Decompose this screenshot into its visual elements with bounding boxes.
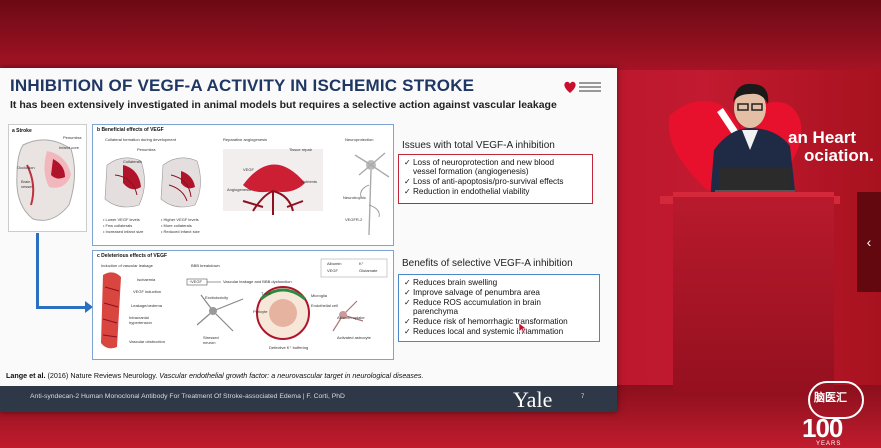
figure-c-text-12: Microglia — [311, 293, 328, 298]
figure-c-deleterious-effects: c Deleterious effects of VEGF Induction … — [92, 250, 394, 360]
presentation-slide: INHIBITION OF VEGF-A ACTIVITY IN ISCHEMI… — [0, 68, 617, 412]
issues-item-1: ✓Loss of neuroprotection and new blood — [404, 158, 555, 167]
flow-arrow-vertical — [36, 233, 39, 308]
figure-a-text-3: Occlusion — [17, 165, 35, 170]
benefits-title: Benefits of selective VEGF-A inhibition — [402, 258, 573, 269]
aha-logo — [563, 78, 603, 100]
issues-item-2: ✓Loss of anti-apoptosis/pro-survival eff… — [404, 177, 564, 186]
check-icon: ✓ — [404, 177, 411, 186]
check-icon: ✓ — [404, 187, 411, 196]
figure-b-text-11: VEGFR-2 — [345, 217, 363, 222]
figure-c-text-6: Intracranial hypertension — [129, 315, 152, 325]
banner-text-line2: ociation. — [804, 146, 874, 165]
figure-b-text-8: Tissue repair — [289, 147, 312, 152]
figure-b-heading: b Beneficial effects of VEGF — [97, 127, 164, 133]
figure-c-text-11: Pericyte — [253, 309, 268, 314]
figure-c-text-2: BBB breakdown — [191, 263, 220, 268]
figure-b-text-3: Neuroprotection — [345, 137, 374, 142]
benefits-item-1: ✓Reduces brain swelling — [404, 278, 498, 287]
figure-b-text-2: Reparative angiogenesis — [223, 137, 268, 142]
figure-b-illustration — [104, 149, 390, 236]
issues-title: Issues with total VEGF-A inhibition — [402, 140, 555, 151]
slide-subtitle: It has been extensively investigated in … — [10, 99, 557, 111]
check-icon: ✓ — [404, 298, 411, 307]
figure-c-text-14: Albumin uptake — [337, 315, 365, 320]
heart-torch-icon — [564, 81, 576, 93]
figure-c-text-15: Excitotoxicity — [205, 295, 229, 300]
figure-a-text-1: Penumbra — [63, 135, 82, 140]
figure-c-text-18: Activated astrocyte — [337, 335, 371, 340]
footer-text: Anti-syndecan-2 Human Monoclonal Antibod… — [30, 393, 345, 400]
issues-box: ✓Loss of neuroprotection and new blood v… — [398, 154, 593, 204]
benefits-item-4: ✓Reduce risk of hemorrhagic transformati… — [404, 317, 568, 326]
watermark-badge — [808, 381, 864, 419]
figure-c-legend-2: K⁺ — [359, 261, 364, 266]
figure-b-text-13: • Few collaterals — [103, 223, 133, 228]
figure-c-text-10: T cell — [261, 291, 271, 296]
watermark: 脑医汇 100 YEARS — [796, 375, 881, 448]
figure-c-legend-1: Albumin — [327, 261, 342, 266]
figure-c-text-16: Stressed neuron — [203, 335, 219, 345]
check-icon: ✓ — [404, 278, 411, 287]
figure-c-legend-4: Glutamate — [359, 268, 378, 273]
mouse-cursor-icon — [518, 322, 528, 334]
figure-b-text-12: • Lower VEGF levels — [103, 217, 140, 222]
watermark-brand: 脑医汇 — [814, 392, 847, 404]
figure-b-text-9: Nutrients — [301, 179, 318, 184]
figure-c-legend-3: VEGF — [327, 268, 338, 273]
figure-c-text-3: Ischaemia — [137, 277, 156, 282]
podium — [673, 192, 834, 397]
issues-item-1-cont: vessel formation (angiogenesis) — [413, 167, 529, 176]
slide-title: INHIBITION OF VEGF-A ACTIVITY IN ISCHEMI… — [10, 76, 475, 95]
arrow-right-icon — [85, 301, 93, 313]
citation: Lange et al. (2016) Nature Reviews Neuro… — [6, 371, 424, 380]
banner-text-line1: an Heart — [788, 128, 857, 147]
check-icon: ✓ — [404, 158, 411, 167]
figure-b-text-10: Neurotrophic — [343, 195, 366, 200]
player-nav-button[interactable]: ‹ — [857, 192, 881, 292]
background-top — [0, 0, 881, 70]
figure-a-text-2: Infarct core — [59, 145, 80, 150]
figure-c-text-5: Leakage/oedema — [131, 303, 162, 308]
figure-c-text-9: Vascular leakage and BBB dysfunction — [223, 279, 292, 284]
figure-b-text-5: Collaterals — [123, 159, 142, 164]
figure-b-beneficial-effects: b Beneficial effects of VEGF Collateral … — [92, 124, 394, 246]
flow-arrow-horizontal — [36, 306, 86, 309]
figure-b-text-14: • Increased infarct size — [103, 229, 144, 234]
benefits-item-3: ✓Reduce ROS accumulation in brain — [404, 298, 541, 307]
figure-b-text-16: • More collaterals — [161, 223, 192, 228]
benefits-item-3-cont: parenchyma — [413, 307, 459, 316]
laptop — [715, 168, 795, 194]
figure-c-illustration — [101, 258, 388, 349]
figure-c-text-7: Vascular obstruction — [129, 339, 165, 344]
figure-c-text-8: ↑VEGF — [189, 279, 202, 284]
figure-b-text-6: VEGF — [243, 167, 254, 172]
watermark-number: 100 — [802, 413, 843, 443]
figure-b-text-15: • Higher VEGF levels — [161, 217, 199, 222]
figure-c-text-17: Defective K⁺ buffering — [269, 345, 309, 350]
figure-b-text-17: • Reduced infarct size — [161, 229, 200, 234]
benefits-item-5: ✓Reduces local and systemic inflammation — [404, 327, 564, 336]
benefits-item-2: ✓Improve salvage of penumbra area — [404, 288, 540, 297]
figure-b-text-7: Angiogenesis — [227, 187, 252, 192]
figure-c-text-1: Induction of vascular leakage — [101, 263, 153, 268]
figure-a-stroke: a Stroke Penumbra Infarct core Occlusion… — [8, 124, 87, 232]
figure-c-text-4: VEGF induction — [133, 289, 162, 294]
check-icon: ✓ — [404, 288, 411, 297]
slide-footer: Anti-syndecan-2 Human Monoclonal Antibod… — [0, 386, 617, 412]
brain-illustration — [16, 139, 75, 221]
page-number: 7 — [581, 394, 585, 400]
watermark-label: YEARS — [816, 441, 842, 447]
figure-b-text-4: Penumbra — [137, 147, 156, 152]
figure-c-text-13: Endothelial cell — [311, 303, 338, 308]
figure-b-text-1: Collateral formation during development — [105, 137, 176, 142]
figure-c-heading: c Deleterious effects of VEGF — [97, 253, 168, 259]
yale-logo: Yale — [513, 387, 553, 412]
check-icon: ✓ — [404, 317, 411, 326]
figure-a-text-4: Brain vessel — [21, 179, 33, 189]
figure-a-label: a Stroke — [12, 128, 32, 134]
issues-item-3: ✓Reduction in endothelial viability — [404, 187, 530, 196]
benefits-box: ✓Reduces brain swelling ✓Improve salvage… — [398, 274, 600, 342]
check-icon: ✓ — [404, 327, 411, 336]
